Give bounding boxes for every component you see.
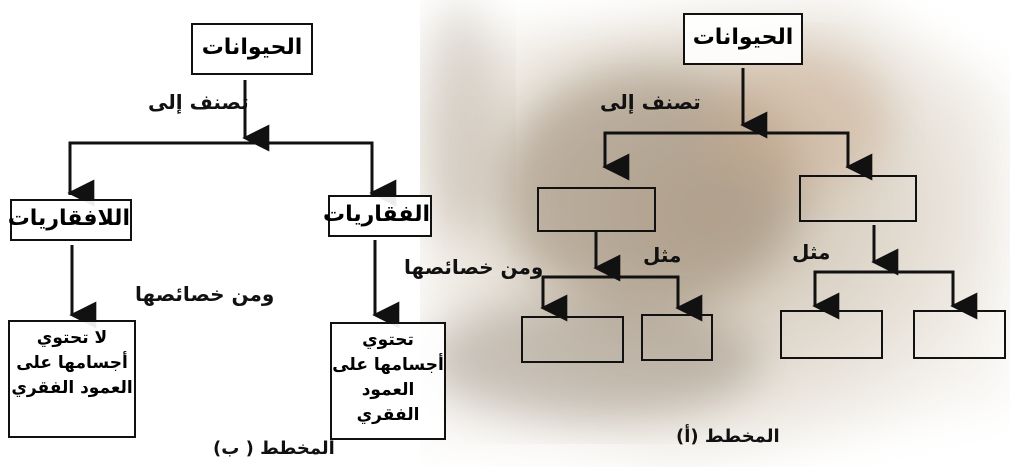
diagram-b-root-box: الحيوانات <box>191 23 313 75</box>
diagram-a-leaf-box-2 <box>641 314 713 361</box>
diagram-b-vertebrates-box: الفقاريات <box>323 195 432 237</box>
diagram-a-class-box-left <box>537 187 656 232</box>
diagram-b-root-label: الحيوانات <box>201 35 303 60</box>
diagram-a-leaf-box-4 <box>913 310 1006 359</box>
diagram-b-invertebrates-label: اللافقاريات <box>7 206 130 231</box>
diagram-b-properties-label: ومن خصائصها <box>135 282 275 306</box>
diagram-a-example-label-right: مثل <box>792 240 831 264</box>
diagram-b-invertebrates-property-box: لا تحتوي أجسامها على العمود الفقري <box>8 320 136 438</box>
diagram-a-caption: المخطط (أ) <box>676 426 780 447</box>
diagram-b-vertebrates-property-box: تحتوي أجسامها على العمود الفقري <box>330 322 446 440</box>
background-photo <box>420 0 1010 467</box>
diagram-b-vertebrates-label: الفقاريات <box>322 202 430 227</box>
diagram-a-root-box: الحيوانات <box>683 13 803 65</box>
diagram-b-invertebrates-property: لا تحتوي أجسامها على العمود الفقري <box>11 328 133 398</box>
diagram-a-example-label-left: مثل <box>643 243 682 267</box>
diagram-b-caption: المخطط ( ب) <box>213 438 335 459</box>
diagram-a-class-box-right <box>799 175 917 222</box>
diagram-a-classify-label: تصنف إلى <box>600 90 701 114</box>
diagram-a-root-label: الحيوانات <box>692 25 794 50</box>
diagram-a-properties-label: ومن خصائصها <box>404 255 544 279</box>
diagram-a-leaf-box-3 <box>780 310 883 359</box>
diagram-b-vertebrates-property: تحتوي أجسامها على العمود الفقري <box>332 330 444 425</box>
diagram-b-invertebrates-box: اللافقاريات <box>7 199 132 241</box>
diagram-a-leaf-box-1 <box>521 316 624 363</box>
diagram-b-classify-label: تصنف إلى <box>148 90 249 114</box>
